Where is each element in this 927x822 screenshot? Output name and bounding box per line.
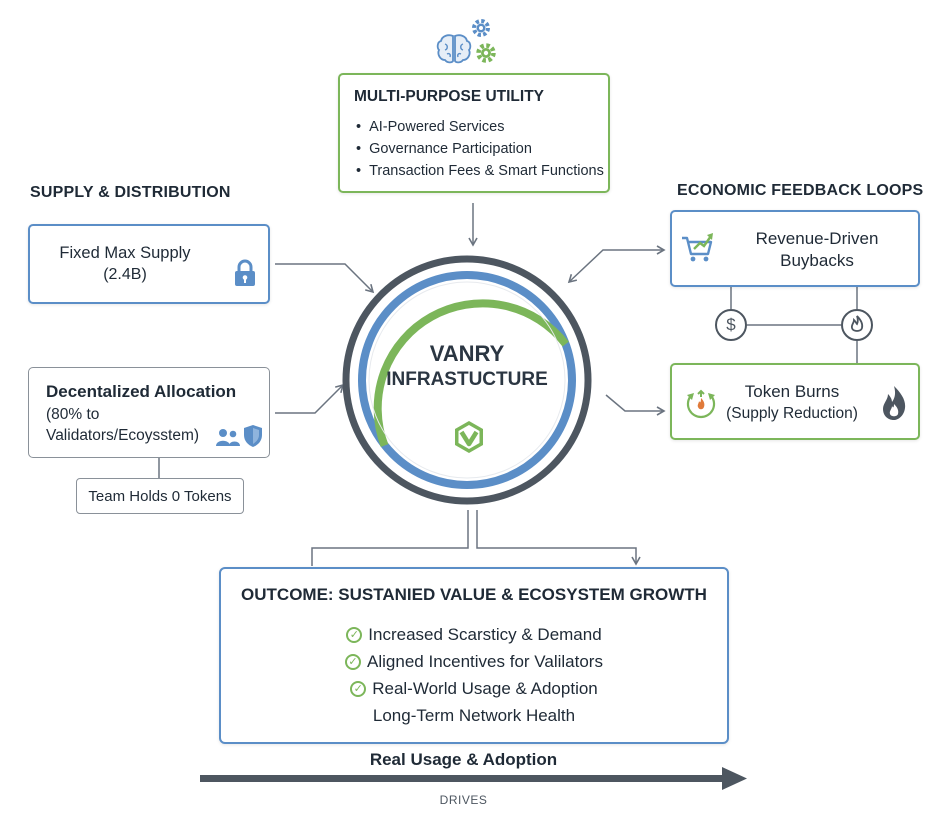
check-icon: ✓: [346, 626, 363, 643]
flame-icon: [883, 386, 906, 420]
economic-heading: ECONOMIC FEEDBACK LOOPS: [677, 182, 924, 199]
list-item: AI-Powered Services: [356, 116, 604, 138]
buybacks-box: Revenue-Driven Buybacks: [670, 210, 920, 287]
drives-label: DRIVES: [439, 793, 488, 807]
center-ring: [342, 255, 592, 505]
flame-icon: [841, 309, 873, 341]
utility-box: MULTI-PURPOSE UTILITY AI-Powered Service…: [338, 73, 610, 193]
center-title: VANRY INFRASTUCTURE: [367, 341, 567, 393]
list-item: Governance Participation: [356, 138, 604, 160]
users-icon: [216, 429, 240, 446]
cart-icon: [682, 233, 713, 262]
team-box: Team Holds 0 Tokens: [76, 478, 244, 514]
burns-line2: (Supply Reduction): [726, 405, 858, 422]
check-icon: ✓: [345, 653, 362, 670]
team-label: Team Holds 0 Tokens: [88, 488, 232, 505]
utility-icons: [436, 17, 498, 67]
list-item: ✓Increased Scarsticy & Demand: [221, 621, 727, 648]
allocation-line: (80% to: [46, 406, 100, 423]
drives-arrow: [200, 767, 747, 790]
shield-icon: [244, 425, 262, 447]
check-icon: ✓: [350, 680, 367, 697]
allocation-title: Decentalized Allocation: [46, 382, 237, 401]
gear-icon: [476, 43, 496, 63]
arrow-allocation-to-center: [275, 383, 345, 414]
burn-cycle-icon: [686, 389, 716, 419]
allocation-box: Decentalized Allocation (80% to Validato…: [28, 367, 270, 458]
list-item: Long-Term Network Health: [372, 706, 576, 725]
connector-center-to-outcome-left: [311, 510, 469, 566]
list-item: ✓Aligned Incentives for Valilators: [221, 648, 727, 675]
center-title-line2: INFRASTUCTURE: [386, 369, 548, 390]
burns-label: Token Burns (Supply Reduction): [722, 381, 862, 425]
arrow-center-to-outcome-right: [476, 510, 641, 566]
buybacks-line2: Buybacks: [780, 251, 854, 270]
utility-title: MULTI-PURPOSE UTILITY: [354, 88, 545, 105]
dollar-symbol: $: [726, 315, 736, 334]
fixed-supply-label: Fixed Max Supply: [59, 244, 191, 262]
list-item: Transaction Fees & Smart Functions: [356, 160, 604, 182]
outcome-box: OUTCOME: SUSTANIED VALUE & ECOSYSTEM GRO…: [219, 567, 729, 744]
brain-icon: [436, 34, 472, 64]
list-item: ✓Real-World Usage & Adoption: [221, 675, 727, 702]
arrow-center-to-burns: [605, 394, 666, 416]
fixed-supply-box: Fixed Max Supply (2.4B): [28, 224, 270, 304]
burns-box: Token Burns (Supply Reduction): [670, 363, 920, 440]
gear-icon: [472, 19, 490, 37]
allocation-line: Validators/Ecoysstem): [46, 427, 200, 444]
center-title-line1: VANRY: [429, 341, 505, 366]
arrow-supply-to-center: [275, 263, 375, 294]
burns-line1: Token Burns: [744, 382, 840, 401]
buybacks-line1: Revenue-Driven: [755, 229, 879, 248]
utility-list: AI-Powered Services Governance Participa…: [356, 116, 604, 182]
supply-heading: SUPPLY & DISTRIBUTION: [30, 184, 231, 201]
arrow-buybacks-to-center: [567, 249, 620, 284]
dollar-icon: $: [715, 309, 747, 341]
outcome-list: ✓Increased Scarsticy & Demand ✓Aligned I…: [221, 621, 727, 729]
vanry-logo-icon: [455, 421, 483, 453]
fixed-supply-value: (2.4B): [103, 266, 147, 283]
footer-arrow-label: Real Usage & Adoption: [369, 750, 558, 769]
buybacks-label: Revenue-Driven Buybacks: [722, 228, 912, 272]
outcome-title: OUTCOME: SUSTANIED VALUE & ECOSYSTEM GRO…: [241, 585, 707, 604]
lock-icon: [235, 259, 255, 286]
